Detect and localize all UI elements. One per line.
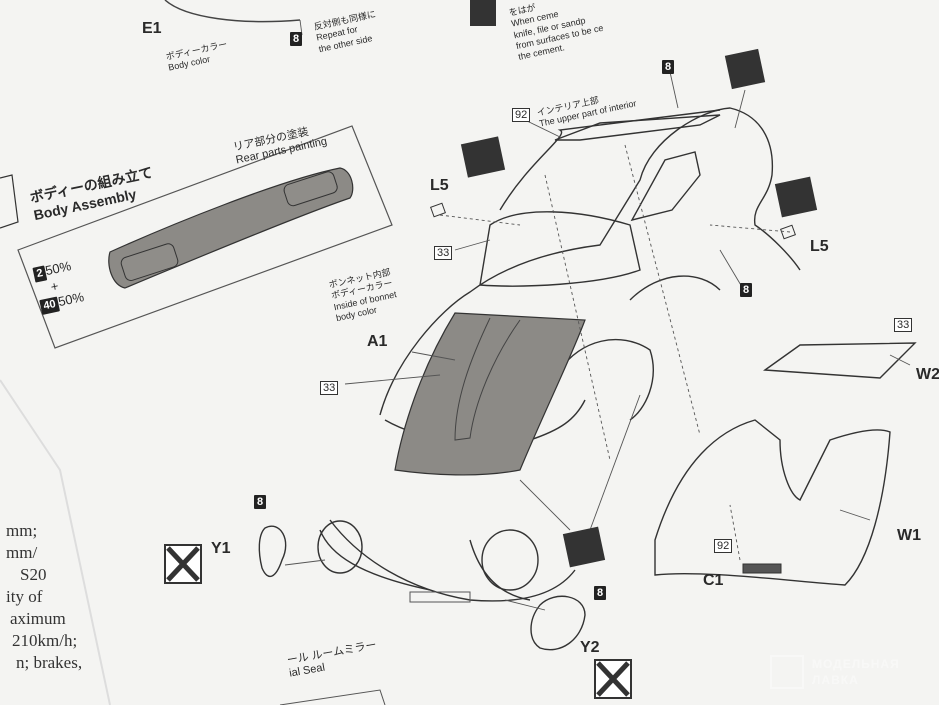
- spec-line: aximum: [10, 609, 66, 628]
- hood-shape: [394, 312, 586, 476]
- part-label-l5-right: L5: [810, 238, 829, 255]
- l5-right-shape: [780, 224, 796, 240]
- right-headlight: [481, 529, 539, 591]
- y2-part-outline: [530, 595, 586, 651]
- spec-line: ity of: [6, 587, 43, 606]
- cement-symbol-icons: [460, 0, 818, 218]
- paint-code-8-repeat: 8: [290, 32, 303, 46]
- l5-left-shape: [430, 202, 446, 218]
- flip-symbol-icons: [164, 544, 632, 699]
- paint-code-92-interior: 92: [512, 108, 531, 122]
- spec-line: mm/: [6, 543, 38, 562]
- spec-text-column: mm; mm/ S20 ity of aximum 210km/h; n; br…: [6, 520, 82, 674]
- part-label-w2: W2: [916, 366, 939, 383]
- spec-line: n; brakes,: [16, 653, 83, 672]
- y1-part-outline: [258, 525, 287, 578]
- paint-code-8-side: 8: [740, 283, 753, 297]
- paint-code-8-roof: 8: [662, 60, 675, 74]
- paint-code-8-y2: 8: [594, 586, 607, 600]
- paint-code-33-window: 33: [434, 246, 453, 260]
- rear-painting-box: [17, 125, 393, 349]
- paint-code-33-w2: 33: [894, 318, 913, 332]
- w2-part-outline: [763, 342, 917, 379]
- spec-line: mm;: [6, 521, 38, 540]
- e1-part-outline: [164, 0, 301, 23]
- paint-code-8-y1: 8: [254, 495, 267, 509]
- w1-part-outline: [654, 419, 891, 586]
- c1-mirror-shape: [742, 563, 782, 574]
- part-label-y1: Y1: [211, 540, 231, 557]
- trim-symbol-icons: [562, 48, 766, 568]
- part-label-a1: A1: [367, 333, 388, 350]
- part-label-c1: C1: [703, 572, 724, 589]
- part-label-l5-left: L5: [430, 177, 449, 194]
- watermark-line1: МОДЕЛЬНАЯ: [812, 657, 900, 671]
- left-headlight: [317, 520, 363, 574]
- watermark-logo-icon: [770, 655, 804, 689]
- part-label-e1: E1: [142, 20, 162, 37]
- grille: [409, 591, 471, 603]
- paint-code-92-c1: 92: [714, 539, 733, 553]
- car-body-outline: [319, 107, 801, 602]
- part-label-y2: Y2: [580, 639, 600, 656]
- spec-line: 210km/h;: [12, 631, 78, 650]
- part-label-w1: W1: [897, 527, 921, 544]
- spec-line: S20: [20, 565, 47, 584]
- paint-code-33-hood: 33: [320, 381, 339, 395]
- watermark-line2: ЛАВКА: [812, 673, 859, 687]
